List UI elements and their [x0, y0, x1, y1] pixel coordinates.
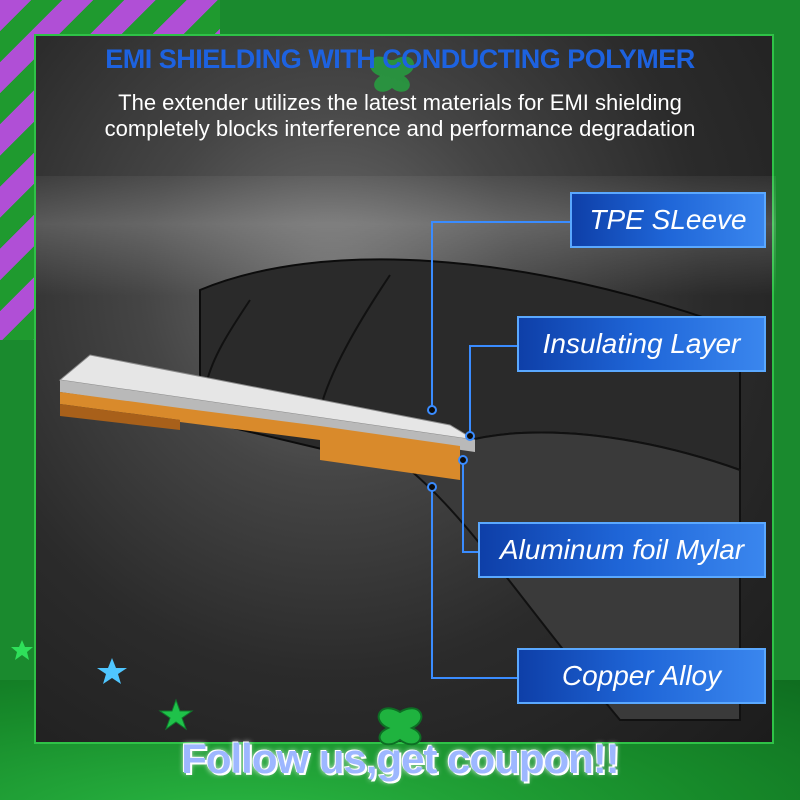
leader-lines [431, 221, 570, 679]
coupon-banner: Follow us,get coupon!! [181, 735, 620, 782]
ornament-icon [377, 707, 423, 746]
star-icon [11, 640, 33, 660]
star-icon [158, 698, 194, 731]
subtitle-line-2: completely blocks interference and perfo… [104, 116, 696, 141]
callout-tpe-sleeve: TPE SLeeve [570, 192, 766, 248]
callout-copper-alloy: Copper Alloy [517, 648, 766, 704]
callout-aluminum-foil-mylar: Aluminum foil Mylar [478, 522, 766, 578]
callout-insulating-layer: Insulating Layer [517, 316, 766, 372]
star-icon [97, 658, 127, 684]
copper-conductors [60, 392, 460, 480]
page-title: EMI SHIELDING WITH CONDUCTING POLYMER [105, 44, 695, 74]
leader-dots [427, 405, 475, 492]
cable-seam [319, 274, 391, 411]
subtitle-line-1: The extender utilizes the latest materia… [118, 90, 682, 115]
ornament-icon [369, 56, 415, 92]
